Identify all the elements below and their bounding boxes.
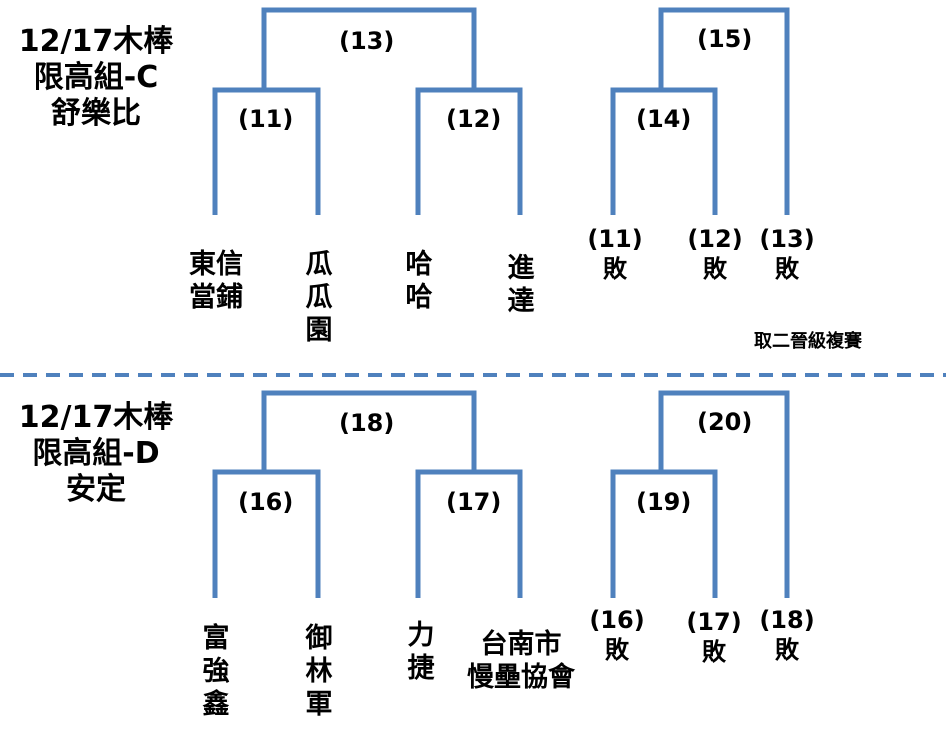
bracket-match-12 (415, 87, 523, 215)
team-line: 林 (305, 656, 333, 687)
team-line: 台南市 (480, 629, 562, 660)
match-label-20: (20) (697, 408, 753, 436)
match-label-18: (18) (339, 409, 395, 437)
title-line: 安定 (66, 472, 126, 507)
team-line: 軍 (305, 689, 333, 720)
loser-12: (12) 敗 (685, 224, 745, 284)
bracket-match-14 (610, 87, 718, 215)
team-fuqiangxin: 富 強 鑫 (196, 622, 236, 721)
loser-match: (12) (687, 225, 743, 253)
loser-text: 敗 (603, 255, 627, 283)
team-line: 慢壘協會 (467, 662, 575, 693)
section-c-title: 12/17木棒 限高組-C 舒樂比 (6, 24, 186, 132)
team-yulinjun: 御 林 軍 (299, 622, 339, 721)
team-line: 力 (407, 620, 435, 651)
loser-match: (18) (759, 606, 815, 634)
loser-match: (11) (587, 225, 643, 253)
loser-text: 敗 (775, 636, 799, 664)
team-haha: 哈 哈 (399, 248, 439, 314)
match-label-17: (17) (446, 488, 502, 516)
team-guaguayuan: 瓜 瓜 園 (299, 248, 339, 347)
title-line: 12/17木棒 (18, 24, 174, 59)
match-label-12: (12) (446, 105, 502, 133)
loser-16: (16) 敗 (587, 605, 647, 665)
team-jinda: 進 達 (501, 252, 541, 318)
bracket-match-18 (261, 390, 477, 472)
match-label-16: (16) (238, 488, 294, 516)
team-line: 達 (507, 286, 535, 317)
title-line: 限高組-C (33, 60, 159, 95)
team-line: 捷 (407, 653, 435, 684)
loser-11: (11) 敗 (585, 224, 645, 284)
team-line: 鑫 (202, 689, 230, 720)
match-label-19: (19) (636, 488, 692, 516)
bracket-match-15 (658, 7, 790, 215)
loser-text: 敗 (703, 255, 727, 283)
loser-match: (17) (686, 608, 742, 636)
bracket-match-19 (610, 469, 718, 598)
title-line: 限高組-D (32, 436, 160, 471)
bracket-match-13 (261, 7, 477, 90)
match-label-15: (15) (697, 25, 753, 53)
loser-18: (18) 敗 (757, 605, 817, 665)
team-line: 富 (202, 623, 230, 654)
match-label-13: (13) (339, 27, 395, 55)
loser-text: 敗 (775, 255, 799, 283)
bracket-match-20 (658, 390, 790, 598)
team-line: 強 (202, 656, 230, 687)
team-line: 當鋪 (189, 282, 243, 313)
section-d-title: 12/17木棒 限高組-D 安定 (6, 400, 186, 508)
loser-text: 敗 (702, 638, 726, 666)
match-label-11: (11) (238, 105, 294, 133)
team-tainan-softball: 台南市 慢壘協會 (456, 628, 586, 694)
team-line: 瓜 (305, 249, 333, 280)
loser-match: (13) (759, 225, 815, 253)
loser-match: (16) (589, 606, 645, 634)
team-dongxin: 東信 當鋪 (180, 248, 252, 314)
match-label-14: (14) (636, 105, 692, 133)
advance-note: 取二晉級複賽 (754, 331, 862, 352)
bracket-match-17 (415, 469, 523, 598)
team-line: 東信 (189, 249, 243, 280)
team-line: 園 (305, 315, 333, 346)
team-line: 瓜 (305, 282, 333, 313)
team-line: 進 (507, 253, 535, 284)
title-line: 舒樂比 (51, 96, 141, 131)
team-line: 哈 (405, 282, 433, 313)
loser-text: 敗 (605, 636, 629, 664)
title-line: 12/17木棒 (18, 400, 174, 435)
loser-17: (17) 敗 (684, 607, 744, 667)
team-line: 哈 (405, 249, 433, 280)
team-line: 御 (305, 623, 333, 654)
loser-13: (13) 敗 (757, 224, 817, 284)
team-lijie: 力 捷 (401, 619, 441, 685)
